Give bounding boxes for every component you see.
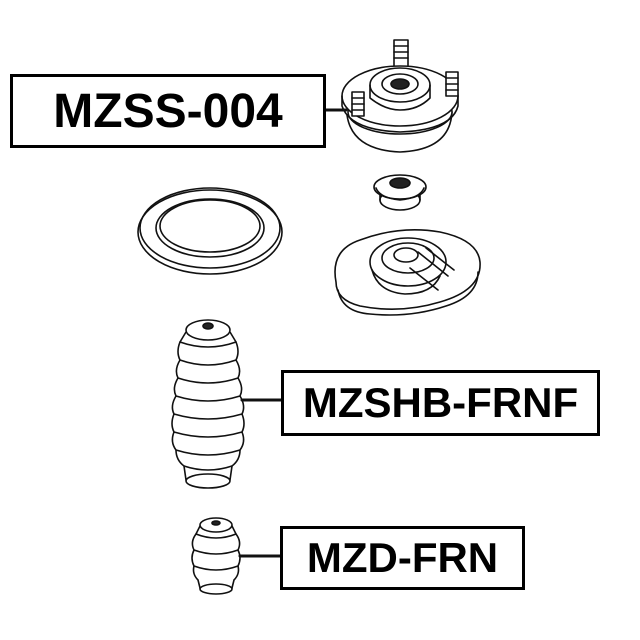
bump-stop-drawing bbox=[191, 517, 284, 595]
part-label-bump-boot: MZSHB-FRNF bbox=[281, 370, 600, 436]
part-label-top-mount: MZSS-004 bbox=[10, 74, 326, 148]
ring-drawing bbox=[137, 187, 283, 275]
spring-seat-drawing bbox=[334, 228, 481, 316]
bump-boot-drawing bbox=[171, 319, 286, 489]
strut-mount-drawing bbox=[341, 39, 459, 153]
bushing-drawing bbox=[373, 174, 427, 211]
part-label-bump-stop: MZD-FRN bbox=[280, 526, 525, 590]
